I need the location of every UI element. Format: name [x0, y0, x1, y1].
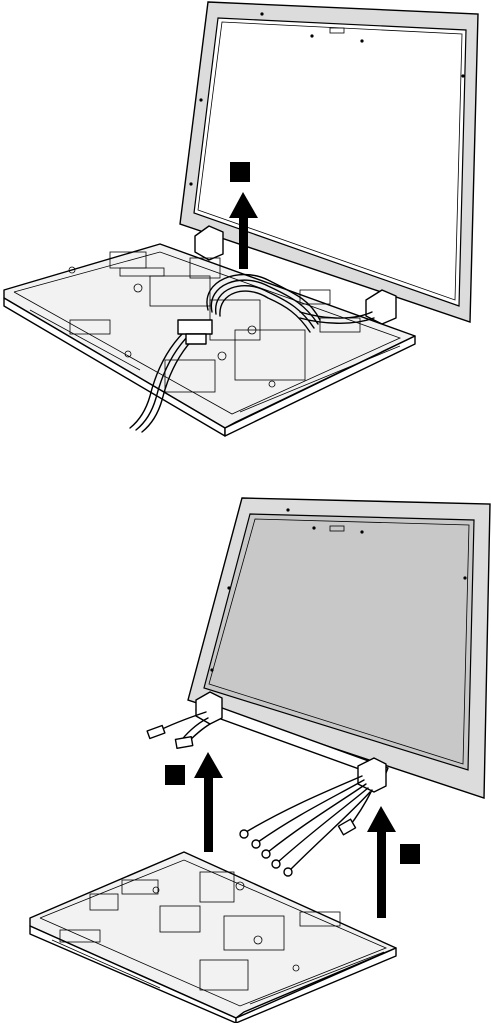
step-2-callout-3: [400, 844, 420, 864]
step-1-illustration: [0, 2, 478, 436]
step-2-display-lid: [188, 498, 490, 798]
step-2-callout-2: [165, 765, 185, 785]
step-2-arrow-right: [367, 806, 396, 918]
step-2-illustration: [30, 498, 490, 1023]
step-1-callout-1: [230, 162, 250, 182]
step-2-base-chassis: [30, 852, 396, 1023]
step-2-arrow-left: [194, 752, 223, 852]
step-2-right-cables: [240, 776, 372, 876]
